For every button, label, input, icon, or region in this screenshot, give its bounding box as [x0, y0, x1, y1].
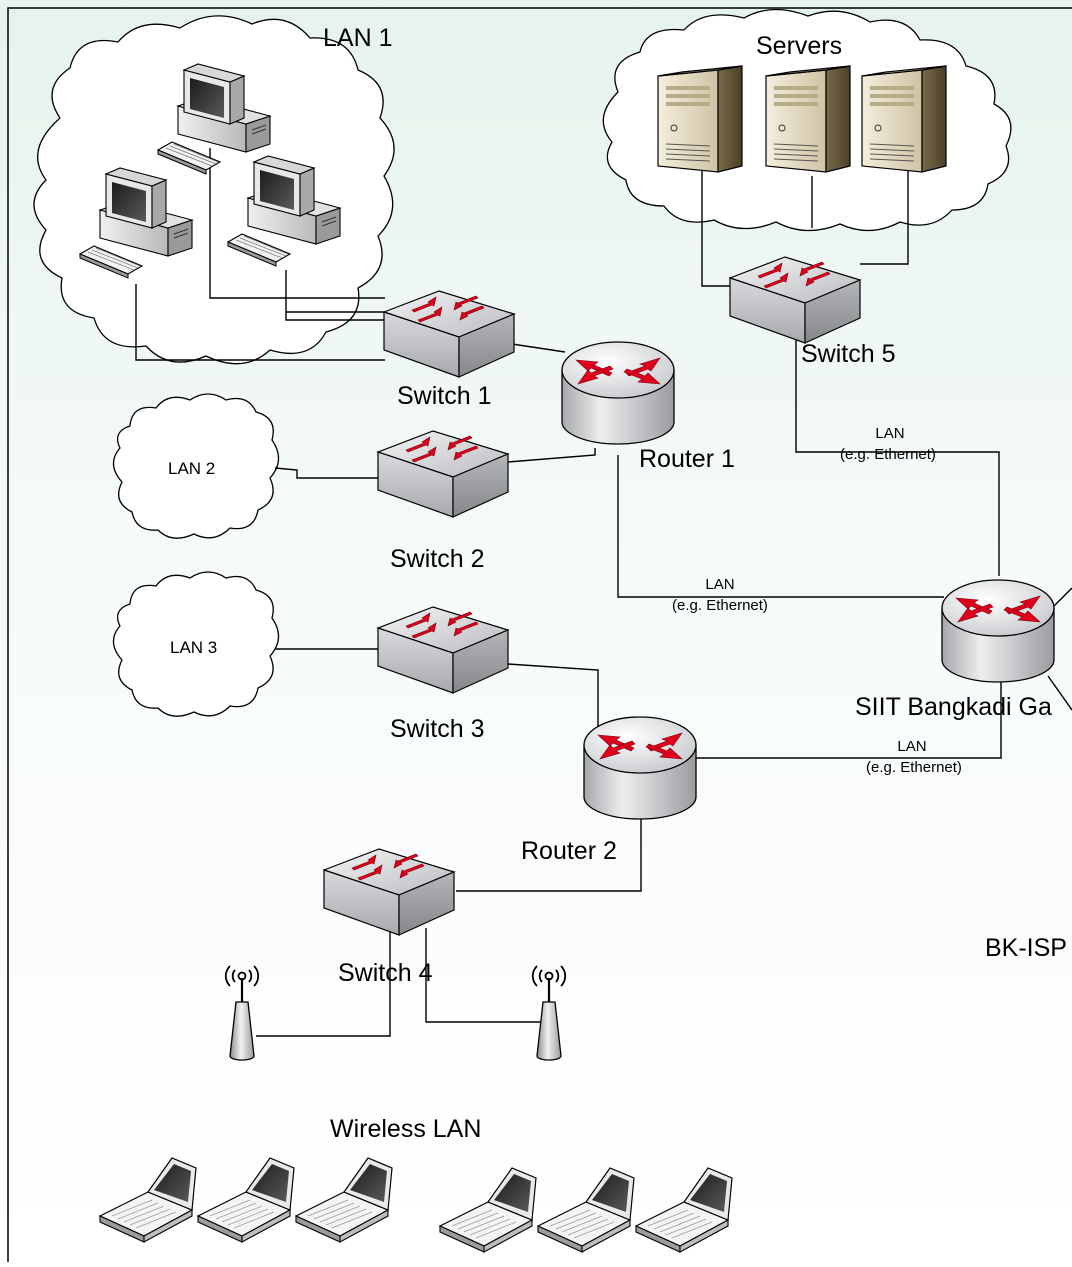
- server-icon: [658, 66, 742, 172]
- switch3-label: Switch 3: [390, 715, 484, 743]
- gateway-router-icon: [942, 580, 1054, 682]
- router1-icon: [562, 342, 674, 444]
- link-label-ethernet: (e.g. Ethernet): [866, 759, 962, 776]
- switch1-label: Switch 1: [397, 382, 491, 410]
- link-label-lan: LAN: [875, 425, 904, 442]
- link-label-lan: LAN: [897, 738, 926, 755]
- switch2-label: Switch 2: [390, 545, 484, 573]
- wireless-lan-label: Wireless LAN: [330, 1115, 481, 1143]
- link-label-lan: LAN: [705, 576, 734, 593]
- lan2-label: LAN 2: [168, 459, 215, 478]
- link-label-ethernet: (e.g. Ethernet): [672, 597, 768, 614]
- lan1-label: LAN 1: [323, 24, 392, 52]
- link-label-ethernet: (e.g. Ethernet): [840, 446, 936, 463]
- router1-label: Router 1: [639, 445, 735, 473]
- router2-icon: [584, 717, 696, 819]
- isp-label: BK-ISP: [985, 934, 1067, 962]
- servers-label: Servers: [756, 32, 842, 60]
- switch5-label: Switch 5: [801, 340, 895, 368]
- router2-label: Router 2: [521, 837, 617, 865]
- gateway-label: SIIT Bangkadi Ga: [855, 693, 1052, 721]
- server-icon: [862, 66, 946, 172]
- lan3-label: LAN 3: [170, 638, 217, 657]
- server-icon: [766, 66, 850, 172]
- switch4-label: Switch 4: [338, 959, 433, 987]
